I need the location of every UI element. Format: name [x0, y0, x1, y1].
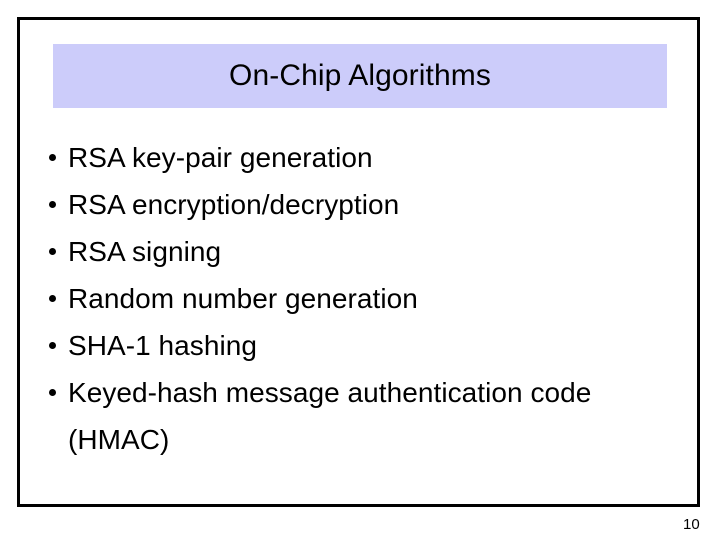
list-item: RSA key-pair generation — [44, 134, 674, 181]
list-item-line: Keyed-hash message authentication code — [68, 377, 592, 408]
title-banner: On-Chip Algorithms — [53, 44, 667, 108]
slide-border-frame — [17, 17, 700, 507]
page-number: 10 — [683, 516, 700, 533]
bullet-list: RSA key-pair generation RSA encryption/d… — [44, 134, 674, 463]
list-item-text: SHA-1 hashing — [68, 322, 674, 369]
page-title: On-Chip Algorithms — [229, 59, 491, 92]
list-item-text: Keyed-hash message authentication code (… — [68, 369, 674, 463]
list-item: Random number generation — [44, 275, 674, 322]
list-item-line: Random number generation — [68, 283, 418, 314]
list-item-text: Random number generation — [68, 275, 674, 322]
list-item-text: RSA encryption/decryption — [68, 181, 674, 228]
bullet-dot-icon — [48, 275, 58, 322]
list-item: RSA encryption/decryption — [44, 181, 674, 228]
bullet-dot-icon — [48, 134, 58, 181]
list-item-text: RSA key-pair generation — [68, 134, 674, 181]
bullet-dot-icon — [48, 369, 58, 416]
list-item-line-continued: (HMAC) — [68, 424, 170, 455]
list-item-line: RSA signing — [68, 236, 222, 267]
bullet-dot-icon — [48, 181, 58, 228]
list-item: RSA signing — [44, 228, 674, 275]
list-item: Keyed-hash message authentication code (… — [44, 369, 674, 463]
list-item-line: RSA encryption/decryption — [68, 189, 400, 220]
bullet-dot-icon — [48, 322, 58, 369]
list-item: SHA-1 hashing — [44, 322, 674, 369]
list-item-line: RSA key-pair generation — [68, 142, 373, 173]
list-item-text: RSA signing — [68, 228, 674, 275]
bullet-dot-icon — [48, 228, 58, 275]
list-item-line: SHA-1 hashing — [68, 330, 257, 361]
